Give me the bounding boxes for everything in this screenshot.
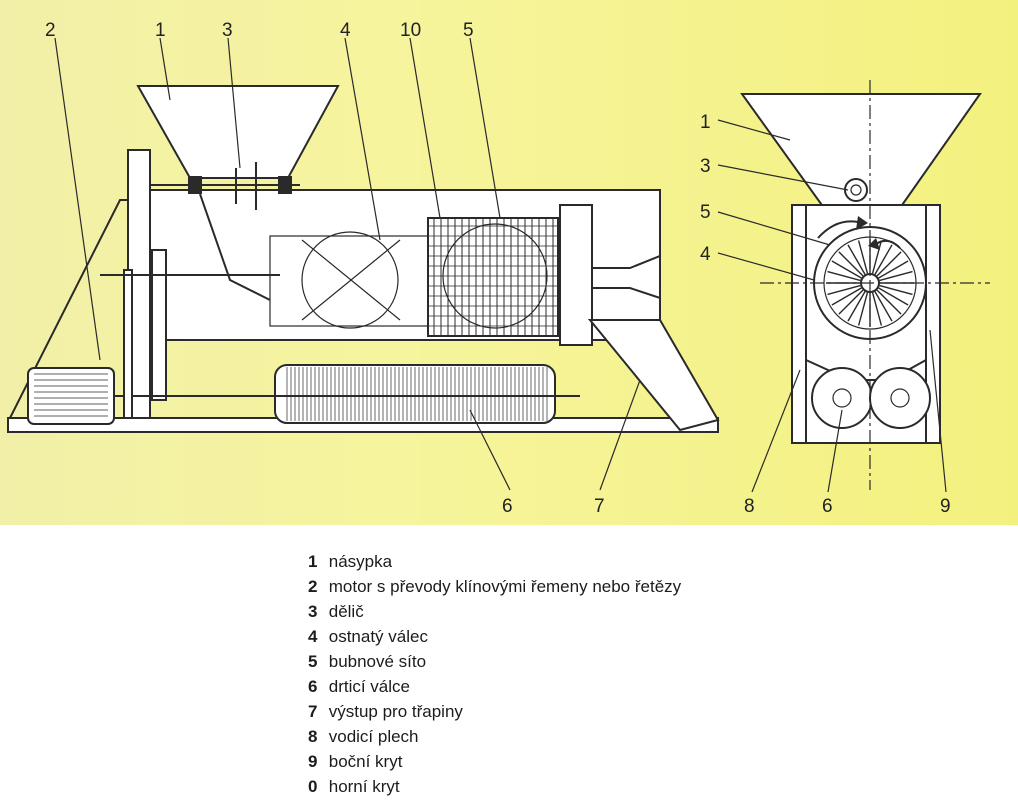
divider-bearing-left <box>188 176 202 194</box>
legend-item: 5 bubnové síto <box>308 649 828 674</box>
legend-item: 1 násypka <box>308 549 828 574</box>
divider-bearing-right <box>278 176 292 194</box>
outlet-chute <box>587 319 720 432</box>
legend-item: 0 horní kryt <box>308 774 828 799</box>
front-roller-left <box>811 367 873 429</box>
legend-item: 2 motor s převody klínovými řemeny nebo … <box>308 574 828 599</box>
side-view: 2 1 3 4 10 5 6 7 <box>7 20 720 517</box>
callout-7: 7 <box>594 496 605 517</box>
legend-number: 4 <box>308 627 318 646</box>
callout-6: 6 <box>502 496 513 517</box>
legend: 1 násypka 2 motor s převody klínovými ře… <box>308 549 828 799</box>
legend-number: 5 <box>308 652 318 671</box>
drum-screen <box>427 217 559 337</box>
legend-number: 6 <box>308 677 318 696</box>
legend-text: vodicí plech <box>328 727 419 746</box>
legend-number: 2 <box>308 577 318 596</box>
rotation-arrow-left <box>817 220 859 239</box>
drive-belt-b <box>151 249 167 401</box>
legend-item: 8 vodicí plech <box>308 724 828 749</box>
front-callout-1: 1 <box>700 112 711 133</box>
callout-10: 10 <box>400 20 421 41</box>
end-hub <box>591 254 661 300</box>
legend-text: výstup pro třapiny <box>328 702 463 721</box>
machine-diagram: 2 1 3 4 10 5 6 7 <box>0 0 1018 525</box>
spiked-drum <box>269 231 431 329</box>
callout-3: 3 <box>222 20 233 41</box>
legend-number: 3 <box>308 602 318 621</box>
legend-text: drticí válce <box>328 677 410 696</box>
front-callout-5: 5 <box>700 202 711 223</box>
front-view: 1 3 5 4 8 6 9 <box>700 80 990 517</box>
legend-text: násypka <box>328 552 393 571</box>
front-callout-3: 3 <box>700 156 711 177</box>
front-callout-6: 6 <box>822 496 833 517</box>
legend-number: 9 <box>308 752 318 771</box>
legend-item: 3 dělič <box>308 599 828 624</box>
legend-text: bubnové síto <box>328 652 427 671</box>
front-callout-8: 8 <box>744 496 755 517</box>
legend-item: 9 boční kryt <box>308 749 828 774</box>
legend-text: motor s převody klínovými řemeny nebo ře… <box>328 577 682 596</box>
divider-shaft-section <box>844 178 868 202</box>
legend-item: 6 drticí válce <box>308 674 828 699</box>
chute <box>199 193 271 301</box>
drive-belt <box>123 269 133 419</box>
callout-1: 1 <box>155 20 166 41</box>
callout-4: 4 <box>340 20 351 41</box>
legend-number: 7 <box>308 702 318 721</box>
legend-text: dělič <box>328 602 364 621</box>
legend-text: horní kryt <box>328 777 400 796</box>
legend-number: 1 <box>308 552 318 571</box>
legend-text: boční kryt <box>328 752 403 771</box>
legend-item: 7 výstup pro třapiny <box>308 699 828 724</box>
diagram-drawing: 2 1 3 4 10 5 6 7 <box>7 20 990 517</box>
front-callout-9: 9 <box>940 496 951 517</box>
legend-text: ostnatý válec <box>328 627 428 646</box>
screen-end-frame <box>559 204 593 346</box>
callout-2: 2 <box>45 20 56 41</box>
legend-item: 4 ostnatý válec <box>308 624 828 649</box>
legend-number: 8 <box>308 727 318 746</box>
front-roller-right <box>869 367 931 429</box>
front-callout-4: 4 <box>700 244 711 265</box>
rotation-arrow-right <box>875 239 901 249</box>
callout-5: 5 <box>463 20 474 41</box>
legend-number: 0 <box>308 777 318 796</box>
hopper <box>136 85 340 179</box>
